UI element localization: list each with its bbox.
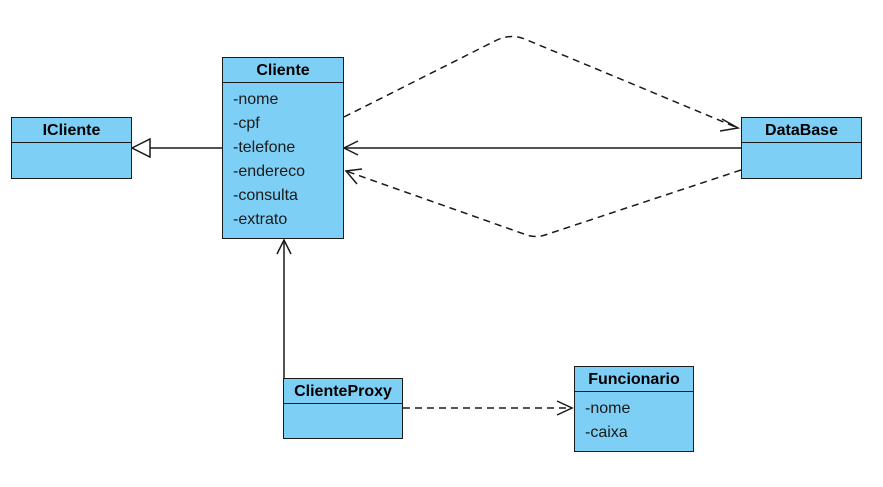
class-clienteproxy[interactable]: ClienteProxy: [283, 378, 403, 439]
attribute-cpf: -cpf: [233, 115, 260, 132]
attribute-endereco: -endereco: [233, 163, 306, 180]
class-name-funcionario: Funcionario: [575, 367, 693, 392]
class-cliente[interactable]: Cliente -nome -cpf -telefone -endereco -…: [222, 57, 344, 239]
class-body-funcionario: -nome -caixa: [575, 392, 693, 445]
class-body-cliente: -nome -cpf -telefone -endereco -consulta…: [223, 83, 343, 232]
dependency-arrowhead-cliente: [344, 168, 363, 185]
realization-arrowhead: [130, 137, 151, 159]
class-body-clienteproxy: [284, 404, 402, 409]
class-funcionario[interactable]: Funcionario -nome -caixa: [574, 366, 694, 452]
attribute-consulta: -consulta: [233, 187, 298, 204]
class-name-icliente: ICliente: [12, 118, 131, 143]
dependency-arrowhead-database: [719, 118, 741, 132]
class-body-database: [742, 143, 861, 148]
class-name-cliente: Cliente: [223, 58, 343, 83]
class-name-database: DataBase: [742, 118, 861, 143]
dependency-edge-cliente-database: [343, 35, 739, 129]
attribute-extrato: -extrato: [233, 211, 288, 228]
attribute-caixa: -caixa: [585, 424, 628, 441]
class-database[interactable]: DataBase: [741, 117, 862, 179]
attribute-nome: -nome: [233, 91, 279, 108]
class-name-clienteproxy: ClienteProxy: [284, 379, 402, 404]
dependency-edge-database-cliente: [345, 169, 742, 238]
class-icliente[interactable]: ICliente: [11, 117, 132, 179]
attribute-nome: -nome: [585, 400, 631, 417]
association-arrowhead: [342, 140, 359, 156]
association-arrowhead-proxy: [276, 238, 292, 255]
class-body-icliente: [12, 143, 131, 148]
attribute-telefone: -telefone: [233, 139, 296, 156]
dependency-arrowhead-funcionario: [556, 400, 574, 416]
